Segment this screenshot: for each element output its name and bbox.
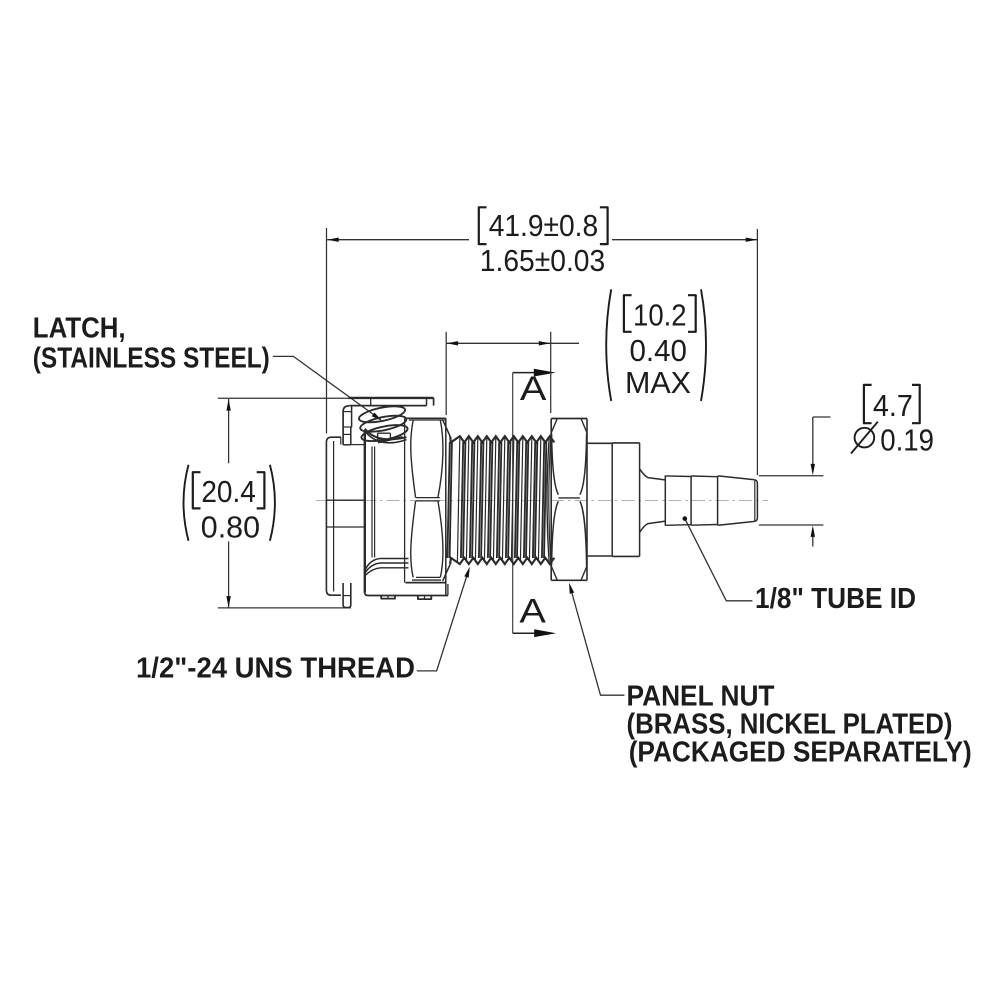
svg-text:MAX: MAX	[625, 365, 691, 400]
svg-text:41.9±0.8: 41.9±0.8	[489, 208, 599, 243]
svg-text:1.65±0.03: 1.65±0.03	[480, 243, 605, 278]
svg-text:0.40: 0.40	[629, 333, 687, 368]
svg-text:(PACKAGED SEPARATELY): (PACKAGED SEPARATELY)	[629, 736, 972, 768]
svg-text:20.4: 20.4	[201, 474, 256, 509]
svg-text:(BRASS, NICKEL PLATED): (BRASS, NICKEL PLATED)	[627, 708, 953, 740]
svg-text:LATCH,: LATCH,	[33, 312, 126, 344]
svg-text:1/8" TUBE ID: 1/8" TUBE ID	[755, 583, 916, 615]
svg-text:PANEL NUT: PANEL NUT	[627, 681, 775, 713]
svg-text:1/2"-24 UNS THREAD: 1/2"-24 UNS THREAD	[136, 653, 415, 685]
svg-text:0.19: 0.19	[880, 423, 934, 458]
svg-text:10.2: 10.2	[633, 297, 687, 332]
svg-text:A: A	[520, 370, 547, 408]
svg-text:(STAINLESS STEEL): (STAINLESS STEEL)	[33, 342, 270, 374]
svg-text:A: A	[519, 592, 546, 630]
svg-text:0.80: 0.80	[201, 510, 260, 545]
svg-text:4.7: 4.7	[873, 388, 913, 423]
